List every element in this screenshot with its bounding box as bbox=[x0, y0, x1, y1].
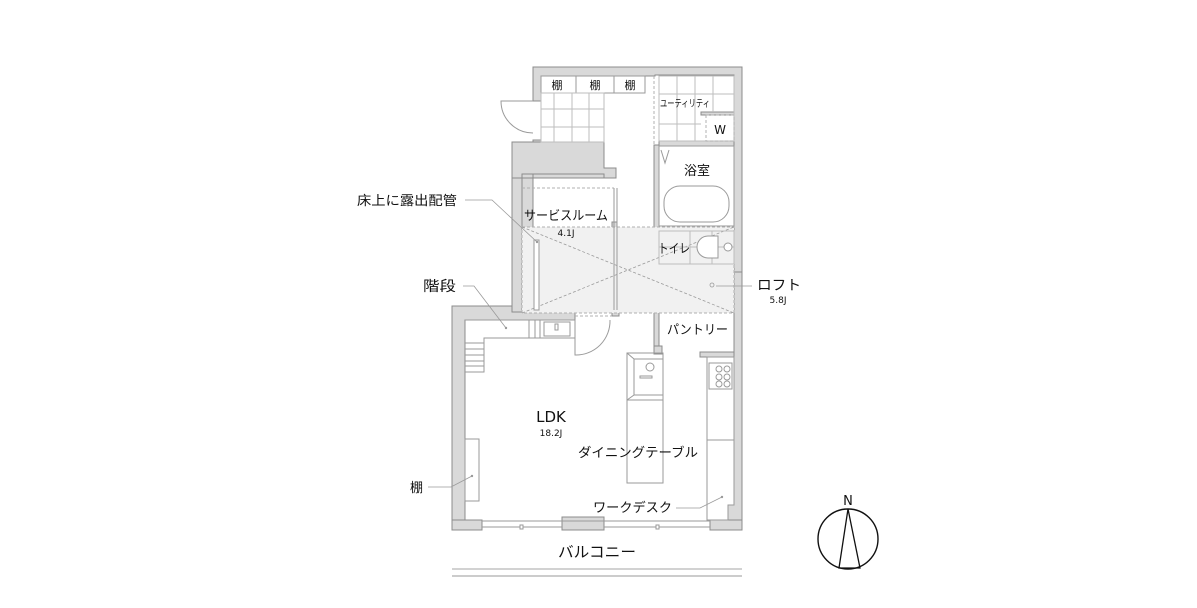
compass-north-label: N bbox=[843, 494, 853, 509]
loft-label: ロフト bbox=[757, 278, 801, 294]
shelf-label-3: 棚 bbox=[625, 78, 636, 92]
kitchen-island bbox=[626, 352, 664, 484]
service-room-area: 4.1J bbox=[558, 229, 575, 239]
loft-area: 5.8J bbox=[770, 296, 787, 306]
windows bbox=[482, 520, 710, 530]
stairs bbox=[465, 319, 576, 373]
service-room bbox=[522, 187, 618, 311]
pantry-label: パントリー bbox=[667, 323, 728, 338]
bathroom bbox=[658, 145, 735, 227]
right-counter bbox=[706, 356, 735, 521]
washer-label: W bbox=[714, 123, 726, 137]
shelf-callout-label: 棚 bbox=[410, 481, 423, 496]
dining-table-label: ダイニングテーブル bbox=[578, 445, 698, 461]
exposed-pipe-label: 床上に露出配管 bbox=[357, 194, 457, 209]
north-compass-icon: N bbox=[817, 494, 879, 570]
toilet-label: トイレ bbox=[658, 242, 690, 257]
utility-room bbox=[658, 75, 735, 142]
service-room-label: サービスルーム bbox=[524, 209, 608, 224]
shelf-label-1: 棚 bbox=[552, 78, 563, 92]
utility-label: ユーティリティ bbox=[660, 99, 710, 110]
entry-area bbox=[500, 75, 655, 145]
room-labels: 棚 棚 棚 ユーティリティ W 浴室 サービスルーム 4.1J トイレ パントリ… bbox=[524, 78, 728, 461]
shelf-label-2: 棚 bbox=[590, 78, 601, 92]
balcony-label: バルコニー bbox=[558, 543, 636, 561]
ldk-door bbox=[574, 319, 611, 356]
callout-labels: 床上に露出配管 階段 棚 ロフト 5.8J ワークデスク バルコニー bbox=[357, 194, 801, 561]
ldk-label: LDK bbox=[536, 408, 567, 426]
work-desk-label: ワークデスク bbox=[593, 500, 672, 516]
leader-lines bbox=[428, 199, 752, 509]
left-shelf bbox=[464, 438, 480, 502]
balcony-rail bbox=[452, 568, 742, 577]
ldk-area: 18.2J bbox=[540, 429, 563, 439]
bath-label: 浴室 bbox=[684, 163, 710, 179]
stairs-label: 階段 bbox=[423, 279, 456, 295]
toilet-room bbox=[658, 230, 735, 265]
